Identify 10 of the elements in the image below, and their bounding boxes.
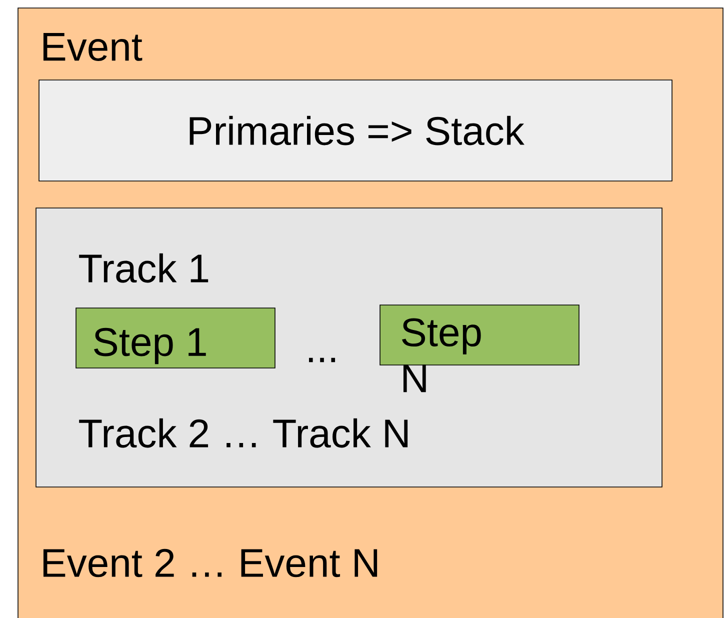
node-label: N bbox=[403, 364, 426, 392]
text-label: Track 1 bbox=[79, 253, 208, 283]
process-box: Primaries => Stack bbox=[38, 80, 672, 182]
text-label: Event 2 … Event N bbox=[43, 548, 378, 578]
step-box bbox=[76, 308, 276, 368]
step-box: Step N bbox=[380, 304, 580, 392]
heading: Event bbox=[43, 33, 142, 61]
text-label: Track 2 … Track N bbox=[79, 418, 408, 448]
step-label: Step 1 bbox=[94, 328, 206, 364]
ellipsis-label: ... bbox=[309, 358, 336, 362]
